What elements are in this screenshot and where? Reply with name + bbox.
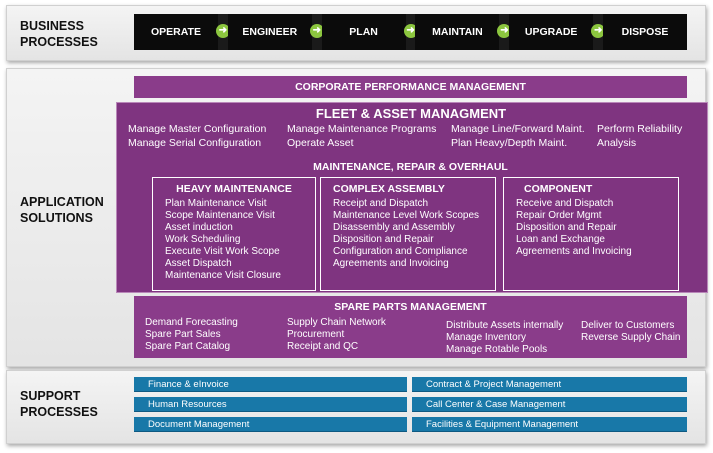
- list-item: Disassembly and Assembly: [333, 222, 455, 233]
- process-step-maintain: MAINTAIN: [415, 14, 500, 50]
- support-item: Human Resources: [134, 397, 407, 412]
- spare-parts-title: SPARE PARTS MANAGEMENT: [334, 301, 487, 313]
- business-processes-label: BUSINESS PROCESSES: [20, 19, 98, 49]
- spare-item: Spare Part Catalog: [145, 341, 231, 352]
- list-item: Receive and Dispatch: [516, 198, 614, 209]
- process-step-dispose: DISPOSE: [603, 14, 687, 50]
- spare-parts-block: [134, 296, 687, 358]
- list-item: Execute Visit Work Scope: [165, 246, 280, 257]
- spare-item: Distribute Assets internally: [446, 320, 564, 331]
- mro-box-title: HEAVY MAINTENANCE: [176, 183, 292, 195]
- process-step-operate: OPERATE: [134, 14, 218, 50]
- list-item: Receipt and Dispatch: [333, 198, 429, 209]
- application-solutions-label: APPLICATION SOLUTIONS: [20, 195, 104, 225]
- arrow-right-icon: ➜: [403, 24, 418, 38]
- support-item: Facilities & Equipment Management: [412, 417, 687, 432]
- support-item: Finance & eInvoice: [134, 377, 407, 392]
- spare-item: Manage Rotable Pools: [446, 344, 548, 355]
- fleet-title: FLEET & ASSET MANAGMENT: [315, 106, 507, 121]
- process-step-plan: PLAN: [321, 14, 406, 50]
- list-item: Configuration and Compliance: [333, 246, 468, 257]
- spare-item: Deliver to Customers: [581, 320, 675, 331]
- fleet-item: Operate Asset: [287, 137, 354, 149]
- spare-item: Procurement: [287, 329, 345, 340]
- list-item: Asset induction: [165, 222, 233, 233]
- arrow-right-icon: ➜: [591, 24, 606, 38]
- fleet-item: Manage Line/Forward Maint.: [451, 123, 585, 135]
- spare-item: Spare Part Sales: [145, 329, 221, 340]
- fleet-item: Manage Maintenance Programs: [287, 123, 437, 135]
- list-item: Agreements and Invoicing: [333, 258, 449, 269]
- corporate-performance-bar: CORPORATE PERFORMANCE MANAGEMENT: [134, 76, 687, 98]
- arrow-right-icon: ➜: [497, 24, 512, 38]
- fleet-item: Analysis: [597, 137, 637, 149]
- spare-item: Demand Forecasting: [145, 317, 238, 328]
- list-item: Asset Dispatch: [165, 258, 232, 269]
- list-item: Scope Maintenance Visit: [165, 210, 275, 221]
- support-item: Document Management: [134, 417, 407, 432]
- fleet-item: Perform Reliability: [597, 123, 683, 135]
- arrow-right-icon: ➜: [309, 24, 324, 38]
- fleet-item: Manage Serial Configuration: [128, 137, 262, 149]
- list-item: Maintenance Visit Closure: [165, 270, 281, 281]
- mro-title: MAINTENANCE, REPAIR & OVERHAUL: [313, 161, 508, 173]
- list-item: Maintenance Level Work Scopes: [333, 210, 480, 221]
- list-item: Agreements and Invoicing: [516, 246, 632, 257]
- fleet-item: Plan Heavy/Depth Maint.: [451, 137, 568, 149]
- spare-item: Reverse Supply Chain: [581, 332, 681, 343]
- list-item: Plan Maintenance Visit: [165, 198, 267, 209]
- spare-item: Receipt and QC: [287, 341, 359, 352]
- list-item: Loan and Exchange: [516, 234, 605, 245]
- support-item: Call Center & Case Management: [412, 397, 687, 412]
- support-item: Contract & Project Management: [412, 377, 687, 392]
- list-item: Disposition and Repair: [516, 222, 617, 233]
- process-step-upgrade: UPGRADE: [509, 14, 594, 50]
- list-item: Work Scheduling: [165, 234, 241, 245]
- spare-item: Supply Chain Network: [287, 317, 386, 328]
- support-processes-label: SUPPORT PROCESSES: [20, 389, 98, 419]
- arrow-right-icon: ➜: [216, 24, 230, 38]
- mro-box-title: COMPONENT: [524, 183, 593, 195]
- list-item: Disposition and Repair: [333, 234, 434, 245]
- mro-box-title: COMPLEX ASSEMBLY: [333, 183, 445, 195]
- list-item: Repair Order Mgmt: [516, 210, 602, 221]
- fleet-item: Manage Master Configuration: [128, 123, 267, 135]
- spare-item: Manage Inventory: [446, 332, 527, 343]
- process-step-engineer: ENGINEER: [227, 14, 312, 50]
